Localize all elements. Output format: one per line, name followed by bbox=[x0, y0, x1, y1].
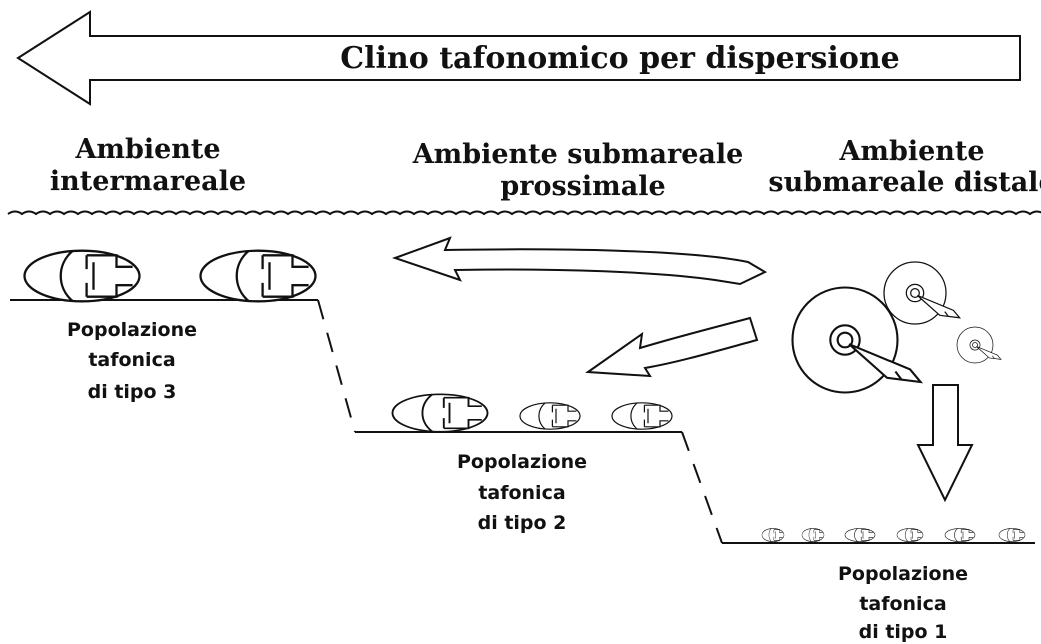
shell-lateral-icon bbox=[611, 402, 673, 430]
env-intertidal-line1: Ambiente bbox=[74, 134, 220, 165]
shell-lateral-icon bbox=[761, 528, 785, 542]
shell-lateral-icon bbox=[844, 528, 876, 542]
floating-shells bbox=[791, 261, 1002, 394]
curved-left-arrow-icon bbox=[585, 316, 759, 378]
shell-lateral-icon bbox=[944, 528, 976, 542]
ammonite-icon bbox=[883, 261, 961, 325]
pop-type1-line2: tafonica bbox=[859, 593, 946, 615]
shell-lateral-icon bbox=[199, 249, 317, 303]
pop-type3-line3: di tipo 3 bbox=[88, 381, 177, 403]
env-distal-line1: Ambiente bbox=[838, 136, 984, 167]
shell-lateral-icon bbox=[519, 402, 581, 430]
shell-lateral-icon bbox=[23, 249, 141, 303]
double-curved-arrow-icon bbox=[391, 236, 768, 286]
ammonite-icon bbox=[956, 326, 1002, 364]
env-distal-line2: submareale distale bbox=[768, 167, 1041, 198]
dispersal-arrow bbox=[16, 10, 1021, 106]
shells-type2 bbox=[391, 393, 673, 433]
title: Clino tafonomico per dispersione bbox=[340, 41, 899, 76]
shell-lateral-icon bbox=[801, 528, 825, 542]
pop-type1-line3: di tipo 1 bbox=[859, 621, 948, 643]
down-arrow-icon bbox=[916, 384, 974, 503]
pop-type3-line1: Popolazione bbox=[67, 319, 197, 341]
water-surface bbox=[7, 210, 1041, 216]
pop-type3-line2: tafonica bbox=[88, 349, 175, 371]
pop-type2-line3: di tipo 2 bbox=[478, 512, 567, 534]
shell-lateral-icon bbox=[391, 393, 489, 433]
shell-lateral-icon bbox=[896, 528, 924, 542]
shell-lateral-icon bbox=[998, 528, 1026, 542]
env-proximal-line1: Ambiente submareale bbox=[412, 139, 744, 170]
shells-type1 bbox=[761, 528, 1026, 542]
env-proximal-line2: prossimale bbox=[500, 171, 665, 202]
shells-type3 bbox=[23, 249, 317, 303]
env-intertidal-line2: intermareale bbox=[50, 166, 246, 197]
pop-type2-line1: Popolazione bbox=[457, 451, 587, 473]
pop-type2-line2: tafonica bbox=[478, 482, 565, 504]
pop-type1-line1: Popolazione bbox=[838, 563, 968, 585]
